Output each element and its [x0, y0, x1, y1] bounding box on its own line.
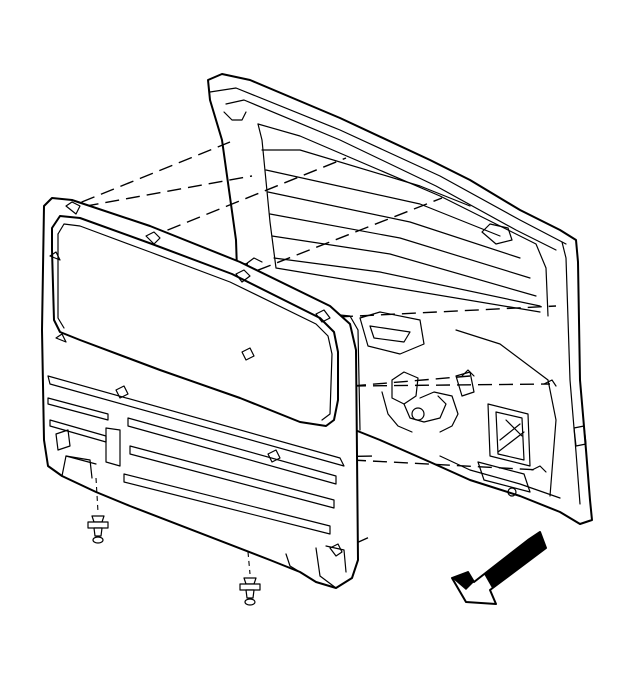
assembly-direction-arrow — [451, 531, 547, 605]
trim-fastener-right — [239, 551, 261, 606]
liftgate-trim-panel — [41, 197, 359, 589]
liftgate-inner-frame — [207, 73, 593, 525]
trim-fastener-left — [87, 477, 109, 544]
